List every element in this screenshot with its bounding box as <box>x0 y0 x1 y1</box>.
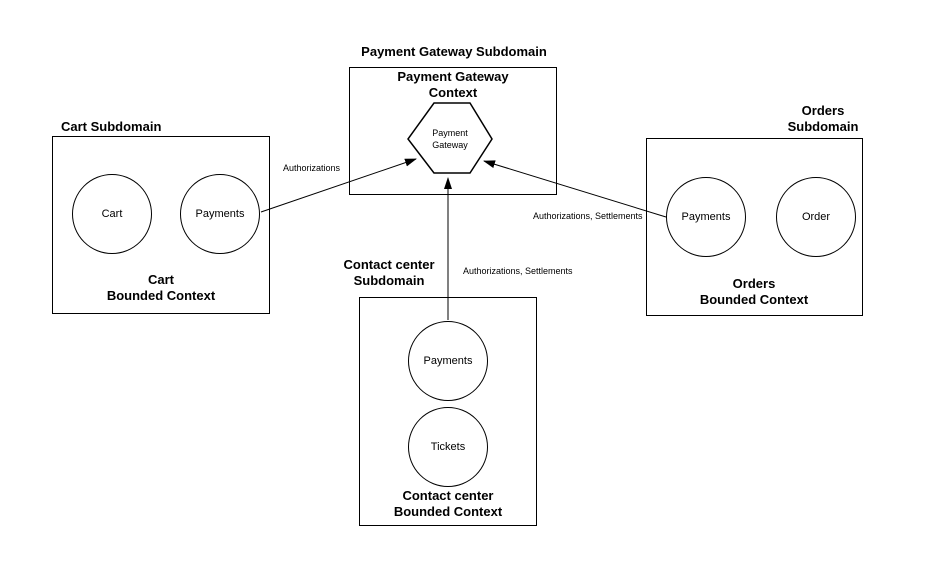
payment-gateway-context-box <box>349 67 557 195</box>
payment-gateway-context-title: Payment Gateway Context <box>397 69 509 100</box>
contact-center-bounded-context-label: Contact center Bounded Context <box>393 488 503 519</box>
tickets-entity-circle: Tickets <box>408 407 488 487</box>
tickets-entity-label: Tickets <box>430 441 466 453</box>
orders-subdomain-title: Orders Subdomain <box>787 103 859 134</box>
cart-payments-entity-label: Payments <box>195 208 245 220</box>
arrow-label-authorizations: Authorizations <box>283 163 341 173</box>
contact-center-payments-entity-circle: Payments <box>408 321 488 401</box>
cart-payments-entity-circle: Payments <box>180 174 260 254</box>
orders-bounded-context-box <box>646 138 863 316</box>
order-entity-circle: Order <box>776 177 856 257</box>
cart-subdomain-title: Cart Subdomain <box>61 119 162 134</box>
payment-gateway-subdomain-title: Payment Gateway Subdomain <box>361 44 547 59</box>
orders-payments-entity-label: Payments <box>681 211 731 223</box>
order-entity-label: Order <box>801 211 831 223</box>
cart-entity-label: Cart <box>101 208 123 220</box>
arrow-label-authorizations-settlements-orders: Authorizations, Settlements <box>533 211 643 221</box>
orders-bounded-context-label: Orders Bounded Context <box>699 276 809 307</box>
arrow-label-authorizations-settlements-contact: Authorizations, Settlements <box>463 266 573 276</box>
cart-entity-circle: Cart <box>72 174 152 254</box>
cart-bounded-context-box <box>52 136 270 314</box>
payment-gateway-hexagon-label: Payment Gateway <box>432 128 468 150</box>
cart-bounded-context-label: Cart Bounded Context <box>106 272 216 303</box>
orders-payments-entity-circle: Payments <box>666 177 746 257</box>
contact-center-subdomain-title: Contact center Subdomain <box>343 257 435 288</box>
contact-center-payments-entity-label: Payments <box>423 355 473 367</box>
